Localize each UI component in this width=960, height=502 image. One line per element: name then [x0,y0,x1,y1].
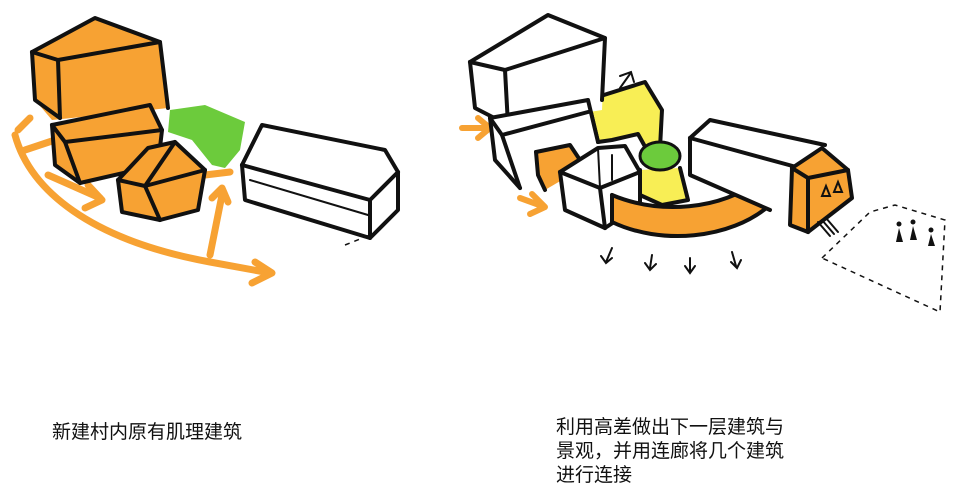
landscape-green-left [168,105,245,168]
circulation-arrows-left [11,114,276,287]
plaza-outline [821,204,946,314]
caption-left: 新建村内原有肌理建筑 [52,421,243,443]
building-orange-large [30,16,170,120]
corridor-yellow-top [588,82,662,152]
arrow-icon [600,247,742,275]
building-white-large [468,13,607,127]
stairs [817,217,839,237]
corridor-yellow-bottom [640,168,688,205]
building-orange-small [116,140,207,222]
building-white-left [240,123,400,246]
building-white-middle [488,98,600,190]
building-orange-end [788,146,854,234]
landscape-green-right [638,140,682,172]
building-orange-lower [534,143,582,192]
arrow-icon [619,70,635,89]
person-icon [896,219,935,246]
caption-right: 利用高差做出下一层建筑与 景观，并用连廊将几个建筑 进行连接 [556,416,785,486]
